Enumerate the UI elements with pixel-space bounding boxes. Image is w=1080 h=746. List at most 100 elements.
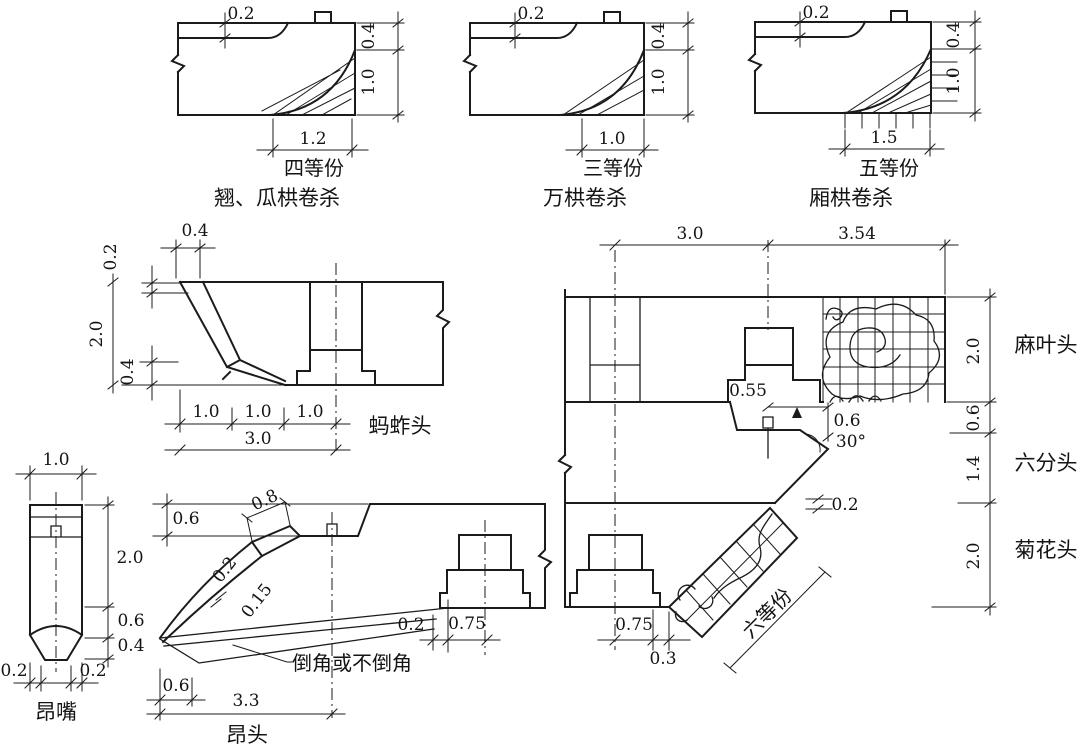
assembly-span-dims — [599, 239, 959, 295]
angtou-face-band — [250, 524, 302, 558]
angzui-bottom-right-label: 0.2 — [79, 661, 106, 681]
gong2-juansha-curve — [558, 48, 646, 117]
gong1-division-label: 四等份 — [284, 156, 344, 180]
assembly-tip-label: 0.3 — [649, 649, 676, 669]
diagram-mazhatou: 0.4 2.0 0.2 0.4 1.0 1.0 1.0 3.0 蚂蚱头 — [87, 221, 451, 456]
gong1-right-dim1-label: 0.4 — [359, 22, 379, 49]
assembly-section3-height: 1.4 — [964, 455, 984, 482]
gong2-bottom-dim-label: 1.0 — [598, 129, 625, 149]
gong3-edge-ticks — [844, 48, 958, 129]
diagram-angtou: 0.6 0.8 0.2 0.15 0.2 0.75 0.6 3.3 倒角或不倒角… — [146, 486, 553, 746]
maye-scroll-pattern — [821, 303, 941, 403]
diagram-assembly: 3.0 3.54 0.55 0.6 30° 0.2 六等份 0.75 0.3 2… — [557, 224, 1078, 674]
assembly-span1-label: 3.0 — [676, 224, 703, 244]
gong2-construction-chords — [562, 59, 645, 116]
gong2-top-dim-label: 0.2 — [517, 4, 544, 24]
angzui-height3-label: 0.4 — [117, 636, 144, 656]
diagram-xiang-gong: 0.2 0.4 1.0 1.5 五等份 厢栱卷杀 — [747, 3, 982, 210]
mazhatou-joint-lines — [296, 281, 376, 386]
angtou-soffit-lines — [159, 607, 449, 664]
gong1-top-dim-label: 0.2 — [227, 4, 254, 24]
mazhatou-seg3-label: 1.0 — [296, 402, 323, 422]
assembly-division-dim — [723, 566, 832, 674]
assembly-step-label: 0.2 — [831, 495, 858, 515]
angtou-curve-offset2-label: 0.15 — [238, 580, 277, 622]
assembly-step-dim — [805, 494, 833, 514]
gong1-bottom-dim — [256, 118, 369, 158]
assembly-upper-joint-lines — [589, 296, 641, 403]
maye-grid — [822, 296, 946, 403]
angtou-base-label: 0.6 — [162, 676, 189, 696]
gong2-title: 万栱卷杀 — [543, 186, 627, 210]
angtou-chamfer-leader — [232, 644, 293, 663]
angzui-right-chain — [84, 496, 115, 668]
gong3-inner-line — [754, 20, 867, 38]
mazhatou-upper-offset-label: 0.2 — [101, 243, 121, 270]
angtou-seat-half-label: 0.75 — [448, 614, 486, 634]
angtou-shoulder-dim — [152, 493, 369, 547]
angtou-body-outline — [299, 503, 553, 609]
mazhatou-upper-offset-dim — [141, 265, 189, 309]
assembly-section4-label: 菊花头 — [1015, 538, 1078, 562]
gong3-right-dim1-label: 0.4 — [944, 21, 964, 48]
angzui-height1-label: 2.0 — [116, 548, 143, 568]
mazhatou-height-label: 2.0 — [87, 320, 107, 347]
mazhatou-top-dim-label: 0.4 — [181, 221, 208, 241]
assembly-drop-dim — [822, 402, 834, 442]
gong2-right-dim2-label: 1.0 — [649, 68, 669, 95]
gong1-title: 翘、瓜栱卷杀 — [214, 186, 340, 210]
assembly-upper-seat — [727, 327, 830, 505]
juhua-strip-lattice — [684, 522, 784, 623]
mazhatou-title: 蚂蚱头 — [369, 414, 432, 438]
angzui-top-dim — [15, 465, 97, 501]
mazhatou-top-dim — [160, 239, 216, 279]
gong3-right-chain — [932, 10, 982, 122]
gong2-inner-line — [469, 21, 579, 39]
assembly-span2-label: 3.54 — [838, 224, 876, 244]
assembly-seat-width-arrow — [792, 407, 802, 418]
assembly-section2-height: 0.6 — [964, 404, 984, 431]
angzui-bottom-left-label: 0.2 — [0, 661, 27, 681]
gong1-juansha-curve — [268, 48, 357, 117]
angtou-curve-offset-ticks — [210, 591, 227, 608]
gong3-juansha-curve — [841, 47, 933, 115]
gong3-right-dim2-label: 1.0 — [944, 67, 964, 94]
assembly-drop-label: 0.6 — [833, 411, 860, 431]
gong1-inner-line — [177, 21, 290, 39]
gong1-top-dim — [219, 12, 231, 49]
mazhatou-seg1-label: 1.0 — [192, 402, 219, 422]
diagram-angzui: 1.0 2.0 0.6 0.4 0.2 0.2 昂嘴 — [0, 450, 144, 724]
assembly-section1-height: 2.0 — [964, 337, 984, 364]
angzui-height2-label: 0.6 — [117, 611, 144, 631]
angtou-shoulder-label: 0.6 — [172, 509, 199, 529]
gong1-bottom-dim-label: 1.2 — [299, 129, 326, 149]
assembly-angle-label: 30° — [836, 432, 866, 452]
diagram-wan-gong: 0.2 0.4 1.0 1.0 三等份 万栱卷杀 — [462, 4, 695, 210]
angtou-title: 昂头 — [226, 723, 268, 746]
mazhatou-bottom-dims — [164, 389, 351, 456]
assembly-angle-arc — [805, 433, 821, 453]
angzui-title: 昂嘴 — [35, 700, 77, 724]
gong1-right-dim2-label: 1.0 — [359, 68, 379, 95]
assembly-section3-label: 六分头 — [1015, 451, 1078, 475]
gong2-right-chain — [645, 11, 695, 123]
angtou-seat-left-label: 0.2 — [397, 615, 424, 635]
assembly-seat-half-label: 0.75 — [615, 615, 653, 635]
gong1-construction-chords — [261, 57, 356, 116]
gong3-top-dim-label: 0.2 — [802, 3, 829, 23]
mazhatou-beam-outline — [179, 281, 451, 386]
gong3-division-label: 五等份 — [859, 156, 919, 180]
gong2-outline — [462, 11, 645, 116]
assembly-seat-width-label: 0.55 — [729, 381, 767, 401]
gong2-division-label: 三等份 — [583, 156, 643, 180]
gong3-outline — [747, 10, 932, 114]
assembly-section1-label: 麻叶头 — [1015, 333, 1078, 357]
angtou-face-dim — [241, 497, 291, 542]
assembly-seat-half-dims — [597, 609, 691, 651]
angtou-base-dims — [146, 668, 346, 721]
gong2-bottom-dim — [565, 118, 659, 158]
angzui-width-label: 1.0 — [42, 450, 69, 470]
assembly-upper-seat-peg — [762, 416, 774, 459]
